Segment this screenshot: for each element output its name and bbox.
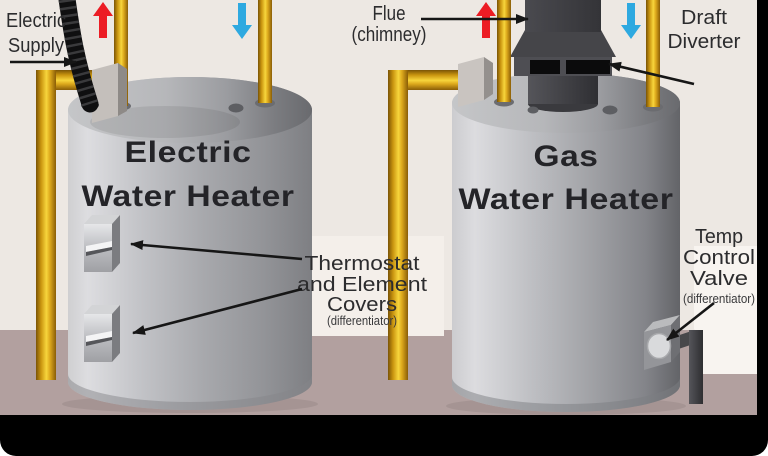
thermostat-label-panel (298, 236, 444, 336)
temp-valve-label-line3: Valve (690, 268, 748, 290)
cold-water-flow-down-arrow-icon (621, 3, 641, 39)
flue-label-line2: (chimney) (352, 24, 427, 46)
draft-diverter-slot (530, 60, 560, 74)
thermostat-label-line2: and Element (297, 274, 428, 296)
thermostat-cover-lower (84, 305, 120, 362)
valve-knob (646, 332, 672, 360)
thermostat-label-note: (differentiator) (327, 313, 397, 328)
cold-supply-pipe-vertical (388, 70, 408, 380)
temp-valve-label-line1: Temp (695, 226, 743, 248)
thermostat-upper-pointer-arrow (130, 240, 303, 261)
cold-water-inlet-pipe (258, 0, 272, 103)
vent-hole (527, 106, 539, 114)
flue-label-line1: Flue (373, 3, 406, 25)
temp-valve-pointer-arrow (666, 301, 715, 342)
flue-pipe (525, 0, 601, 32)
electric-heater-title-line2: Water Heater (82, 180, 295, 213)
tank-body (452, 73, 680, 412)
tank-bottom-rim (452, 377, 680, 412)
tank-top-shadow (90, 106, 240, 138)
gas-heater-title-line2: Water Heater (459, 183, 674, 216)
temp-valve-label-note: (differentiator) (683, 291, 755, 306)
gas-heater-title-line1: Gas (534, 140, 599, 173)
thermostat-label-line1: Thermostat (305, 253, 420, 275)
pipe-junction-block (92, 63, 127, 123)
electric-supply-label-line1: Electric (6, 10, 66, 32)
hot-water-flow-up-arrow-icon (93, 2, 113, 38)
tank-body (68, 77, 312, 410)
vent-hole (602, 105, 618, 115)
flue-chimney (510, 0, 616, 112)
gas-drain-pipe (689, 330, 703, 404)
thermostat-cover-upper (84, 215, 120, 272)
electric-heater-title-line1: Electric (125, 136, 252, 169)
draft-diverter-label-line2: Diverter (668, 31, 741, 53)
annotations: Electric Supply Flue (chimney) Draft Div… (6, 3, 755, 342)
pipe-junction-block (458, 57, 493, 107)
temp-valve-label-line2: Control (683, 247, 755, 269)
tank-bottom-rim (68, 374, 312, 410)
cold-supply-pipe-vertical (36, 70, 56, 380)
draft-diverter-pointer-arrow (608, 61, 695, 86)
hot-water-outlet-pipe (497, 0, 511, 102)
tank-top (68, 77, 312, 143)
gas-water-heater: Gas Water Heater (388, 0, 703, 412)
electric-water-heater: Electric Water Heater (36, 0, 312, 410)
vent-hole (228, 103, 244, 113)
electric-supply-cable (58, 0, 99, 113)
cold-water-inlet-pipe (646, 0, 660, 107)
electric-supply-label-line2: Supply (8, 35, 64, 57)
draft-diverter-slot (566, 60, 610, 74)
thermostat-label-line3: Covers (327, 294, 397, 316)
draft-diverter-flare (510, 30, 616, 57)
draft-diverter-label-line1: Draft (681, 7, 727, 29)
temp-control-valve (644, 315, 703, 404)
cold-water-flow-down-arrow-icon (232, 3, 252, 39)
thermostat-lower-pointer-arrow (132, 287, 303, 335)
